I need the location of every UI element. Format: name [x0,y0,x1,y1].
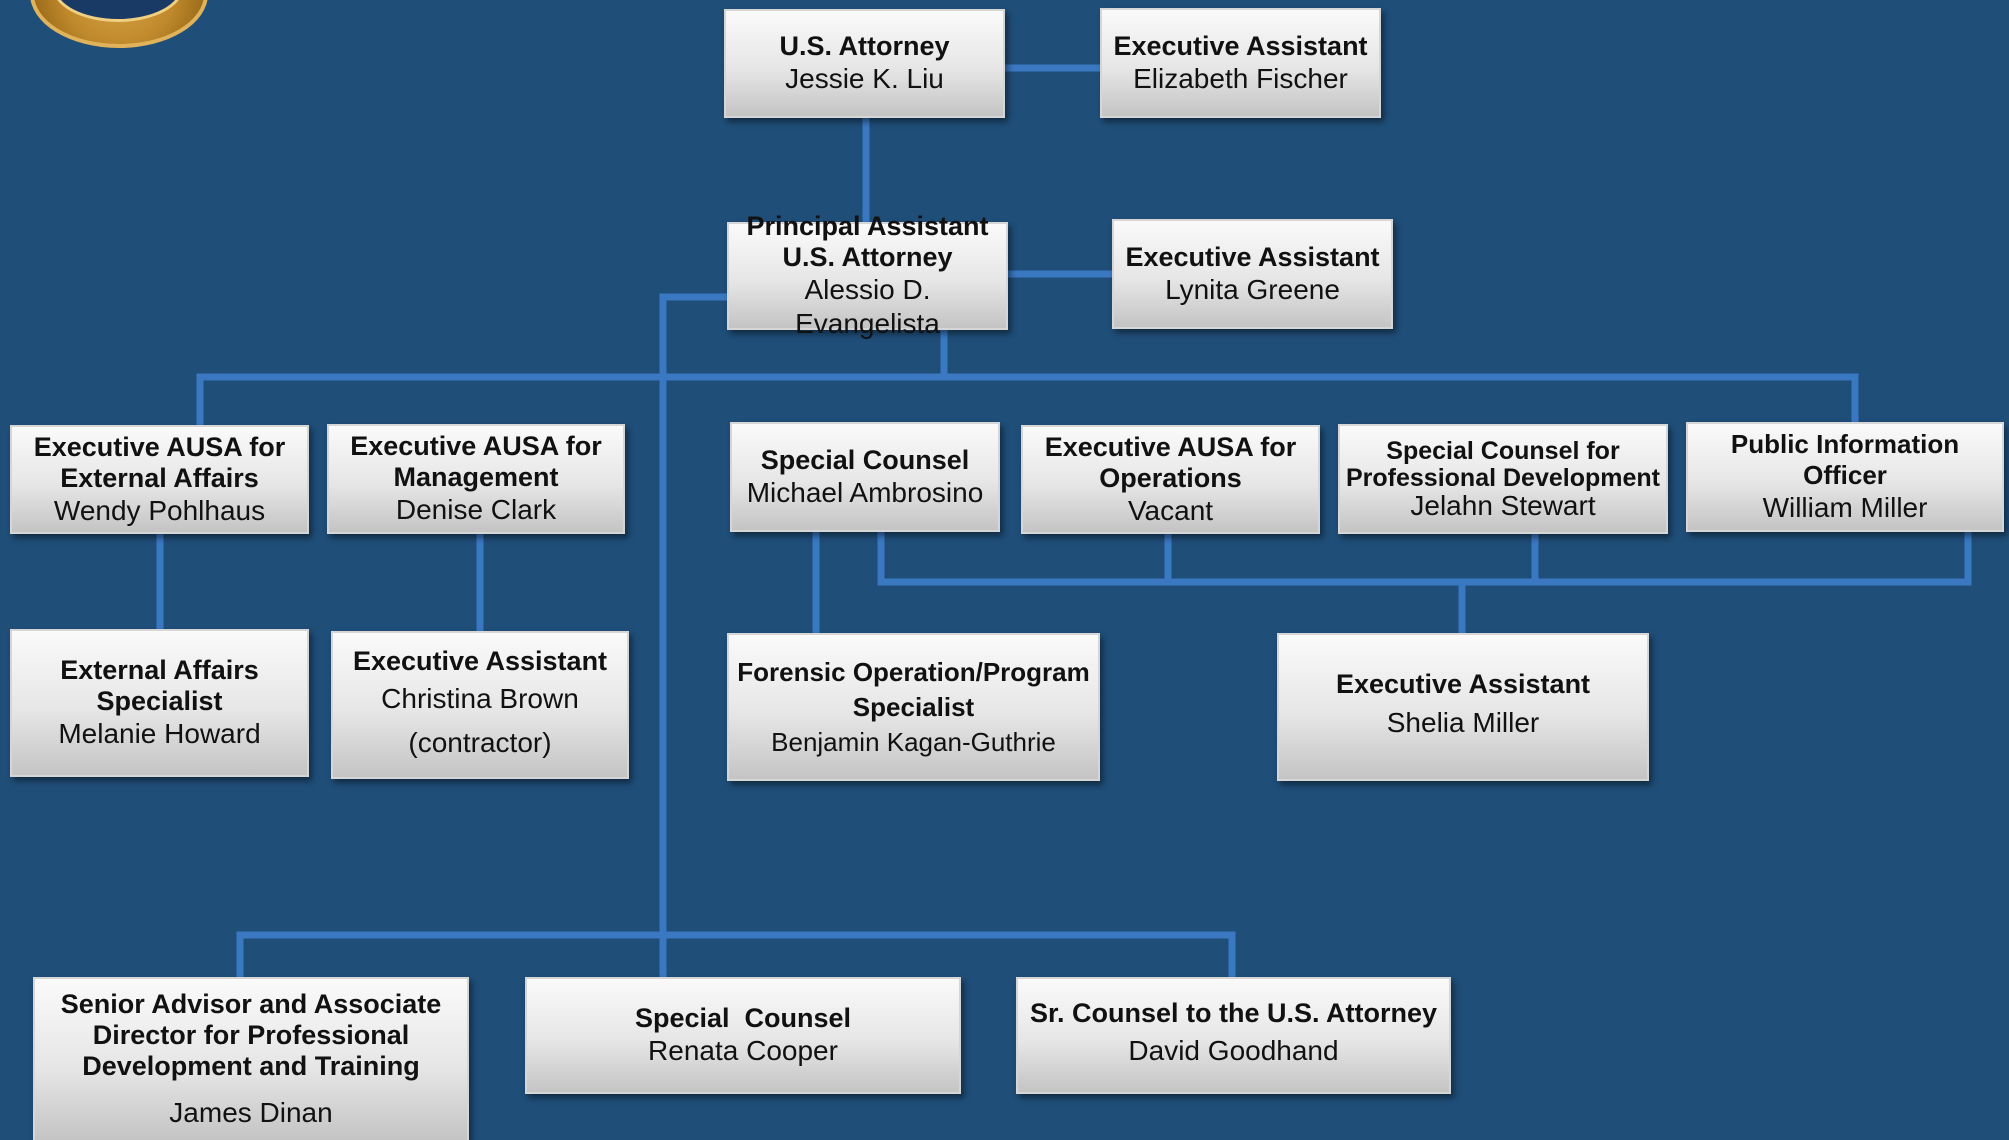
exec-ausa-external-affairs-box: Executive AUSA for External Affairs Wend… [10,425,309,534]
box-name: Jelahn Stewart [1410,490,1596,521]
box-title: Executive Assistant [1335,668,1591,699]
box-name: Shelia Miller [1386,706,1540,738]
executive-assistant-brown-box: Executive Assistant Christina Brown (con… [331,631,629,779]
special-counsel-prof-dev-box: Special Counsel for Professional Develop… [1338,424,1668,534]
box-name: Christina Brown (contractor) [381,682,579,758]
special-counsel-ambrosino-box: Special Counsel Michael Ambrosino [730,422,1000,532]
seal-center [52,0,184,22]
box-name: Elizabeth Fischer [1133,62,1348,94]
box-title: Special Counsel for Professional Develop… [1346,437,1660,492]
box-title: Public Information Officer [1730,429,1960,490]
box-title: Executive AUSA for Management [350,431,602,492]
senior-advisor-box: Senior Advisor and Associate Director fo… [33,977,469,1140]
box-name: Vacant [1127,494,1214,526]
box-title: Principal Assistant U.S. Attorney [746,211,989,272]
external-affairs-specialist-box: External Affairs Specialist Melanie Howa… [10,629,309,777]
sr-counsel-box: Sr. Counsel to the U.S. Attorney David G… [1016,977,1451,1094]
forensic-specialist-box: Forensic Operation/Program Specialist Be… [727,633,1100,781]
box-name: Alessio D. Evangelista [795,274,940,339]
box-title: U.S. Attorney [779,31,950,61]
box-name: James Dinan [169,1097,333,1128]
box-title: Special Counsel [634,1003,852,1033]
box-name: Benjamin Kagan-Guthrie [771,727,1056,757]
box-name: Michael Ambrosino [746,476,984,508]
box-title: Forensic Operation/Program Specialist [737,657,1090,722]
box-name: Renata Cooper [648,1035,838,1066]
box-name: David Goodhand [1128,1035,1339,1066]
box-name: Wendy Pohlhaus [53,494,266,526]
box-name: Lynita Greene [1165,273,1340,305]
box-title: External Affairs Specialist [60,655,259,716]
principal-assistant-box: Principal Assistant U.S. Attorney Alessi… [727,211,1008,339]
executive-assistant-miller-box: Executive Assistant Shelia Miller [1277,633,1649,781]
special-counsel-cooper-box: Special Counsel Renata Cooper [525,977,961,1094]
box-title: Executive AUSA for Operations [1044,431,1297,493]
box-name: Melanie Howard [58,718,261,749]
box-title: Special Counsel [760,444,970,475]
box-title: Executive Assistant [1113,30,1368,61]
executive-assistant-greene-box: Executive Assistant Lynita Greene [1112,219,1393,329]
box-name: Denise Clark [395,494,557,525]
box-title: Senior Advisor and Associate Director fo… [60,989,442,1081]
exec-ausa-management-box: Executive AUSA for Management Denise Cla… [327,424,625,534]
us-attorney-box: U.S. Attorney Jessie K. Liu [724,9,1005,118]
box-title: Executive Assistant [1125,241,1380,272]
box-title: Executive Assistant [352,645,608,676]
exec-ausa-operations-box: Executive AUSA for Operations Vacant [1021,425,1320,534]
public-information-officer-box: Public Information Officer William Mille… [1686,422,2004,532]
box-title: Executive AUSA for External Affairs [33,431,286,493]
executive-assistant-fischer-box: Executive Assistant Elizabeth Fischer [1100,8,1381,118]
box-name: Jessie K. Liu [785,63,944,94]
box-name: William Miller [1762,492,1928,523]
box-title: Sr. Counsel to the U.S. Attorney [1029,998,1438,1028]
